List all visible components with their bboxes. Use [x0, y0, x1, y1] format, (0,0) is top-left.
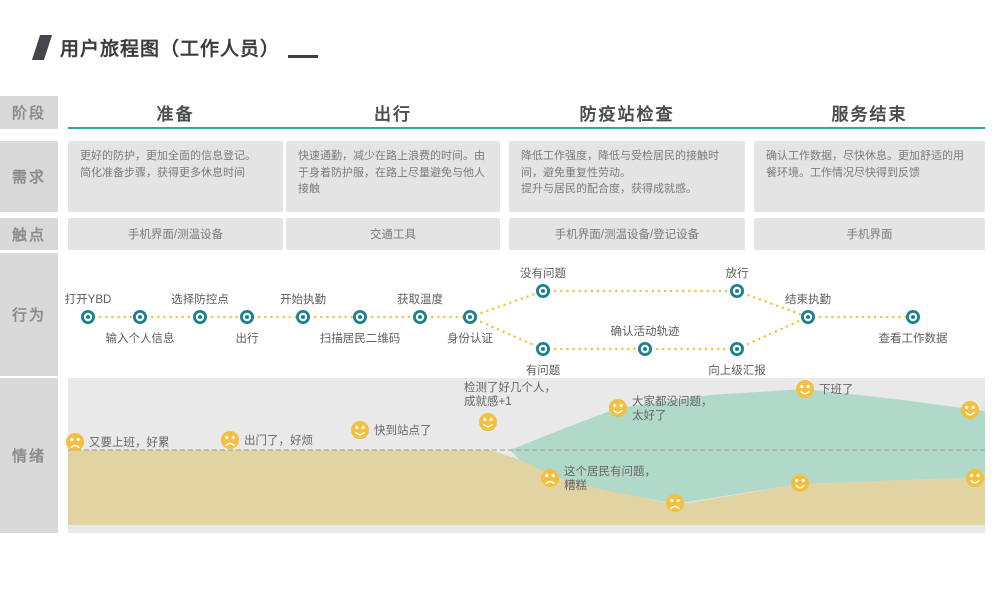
row-label-behavior: 行为 — [0, 253, 58, 376]
touchpoint-box-4: 手机界面 — [754, 218, 985, 250]
flow-node: 身份认证 — [447, 310, 493, 345]
emotion-face-happy: 快到站点了 — [351, 421, 432, 439]
stage-header-checkpoint: 防疫站检查 — [579, 105, 675, 124]
flow-node-label: 确认活动轨迹 — [611, 324, 680, 338]
emotion-face-happy — [961, 401, 979, 419]
title-block: 用户旅程图（工作人员） — [31, 34, 319, 61]
title-underscore-decoration — [288, 55, 319, 58]
flow-edge — [735, 315, 810, 351]
emotion-label: 快到站点了 — [374, 423, 432, 437]
emotion-label: 大家都没问题，太好了 — [632, 394, 713, 422]
flow-node: 放行 — [726, 266, 749, 298]
flow-node-label: 选择防控点 — [171, 292, 229, 306]
row-label-needs: 需求 — [0, 141, 58, 212]
needs-box-3: 降低工作强度，降低与受检居民的接触时间，避免重复性劳动。 提升与居民的配合度，获… — [509, 141, 745, 212]
row-label-touchpoints: 触点 — [0, 218, 58, 250]
flow-node: 出行 — [236, 310, 259, 345]
flow-node-label: 有问题 — [526, 363, 561, 376]
touchpoint-box-1: 手机界面/测温设备 — [68, 218, 283, 250]
flow-node: 向上级汇报 — [708, 342, 766, 376]
flow-node-label: 扫描居民二维码 — [320, 331, 401, 345]
flow-node: 有问题 — [526, 342, 561, 376]
negative-emotion-area — [68, 450, 985, 525]
flow-node: 查看工作数据 — [879, 310, 948, 345]
emotion-label: 这个居民有问题，糟糕 — [564, 464, 656, 492]
emotion-face-happy: 检测了好几个人，成就感+1 — [464, 380, 556, 431]
stage-header-travel: 出行 — [374, 105, 412, 124]
flow-node-label: 向上级汇报 — [708, 363, 766, 376]
flow-node: 选择防控点 — [171, 292, 229, 324]
emotion-face-sad: 出门了，好烦 — [221, 431, 313, 449]
emotion-label: 又要上班，好累 — [89, 435, 170, 449]
flow-node-label: 打开YBD — [65, 292, 112, 306]
emotion-chart-svg: 又要上班，好累 出门了，好烦 快到站点了 检测了好几个人，成就感+1 这个居民有问题，糟… — [66, 378, 985, 533]
emotion-face-sad — [666, 494, 684, 512]
flow-node: 结束执勤 — [785, 292, 831, 324]
flow-node: 开始执勤 — [280, 292, 326, 324]
emotion-face-happy: 下班了 — [796, 380, 854, 398]
flow-node: 打开YBD — [65, 292, 112, 324]
emotion-face-happy — [791, 474, 809, 492]
flow-node: 没有问题 — [520, 266, 566, 298]
positive-emotion-area — [510, 389, 985, 504]
flow-edge — [735, 289, 810, 319]
emotion-face-sad: 这个居民有问题，糟糕 — [541, 464, 656, 492]
emotion-face-happy — [966, 469, 984, 487]
flow-edge — [468, 315, 545, 351]
needs-box-1: 更好的防护，更加全面的信息登记。 简化准备步骤，获得更多休息时间 — [68, 141, 283, 212]
flow-node: 确认活动轨迹 — [611, 324, 680, 356]
flow-node: 获取温度 — [397, 292, 443, 324]
flow-node-label: 出行 — [236, 331, 259, 345]
page-title: 用户旅程图（工作人员） — [60, 39, 281, 60]
stage-header-prepare: 准备 — [156, 105, 195, 124]
touchpoint-box-3: 手机界面/测温设备/登记设备 — [509, 218, 745, 250]
flow-node-label: 身份认证 — [447, 331, 493, 345]
flow-node-label: 放行 — [726, 266, 749, 280]
row-label-emotion: 情绪 — [0, 378, 58, 533]
emotion-face-sad: 又要上班，好累 — [66, 433, 170, 451]
flow-node-label: 开始执勤 — [280, 292, 326, 306]
emotion-face-happy: 大家都没问题，太好了 — [609, 394, 713, 422]
emotion-label: 下班了 — [819, 383, 854, 396]
title-slash-icon — [31, 35, 53, 60]
row-label-stage: 阶段 — [0, 96, 58, 129]
touchpoint-box-2: 交通工具 — [286, 218, 500, 250]
emotion-label: 检测了好几个人，成就感+1 — [464, 380, 556, 408]
flow-node: 扫描居民二维码 — [320, 310, 401, 345]
flow-edge — [468, 289, 545, 319]
needs-box-2: 快速通勤，减少在路上浪费的时间。由于身着防护服，在路上尽量避免与他人接触 — [286, 141, 500, 212]
stage-header-end: 服务结束 — [831, 105, 908, 124]
flow-node-label: 查看工作数据 — [879, 331, 948, 345]
flow-node-label: 获取温度 — [397, 292, 443, 306]
flow-node-label: 结束执勤 — [785, 292, 831, 306]
needs-box-4: 确认工作数据，尽快休息。更加舒适的用餐环境。工作情况尽快得到反馈 — [754, 141, 985, 212]
flow-node-label: 没有问题 — [520, 266, 566, 280]
flow-node-label: 输入个人信息 — [106, 331, 175, 345]
flow-node: 输入个人信息 — [106, 310, 175, 345]
emotion-label: 出门了，好烦 — [244, 433, 313, 447]
stage-underline-rule — [68, 127, 985, 129]
